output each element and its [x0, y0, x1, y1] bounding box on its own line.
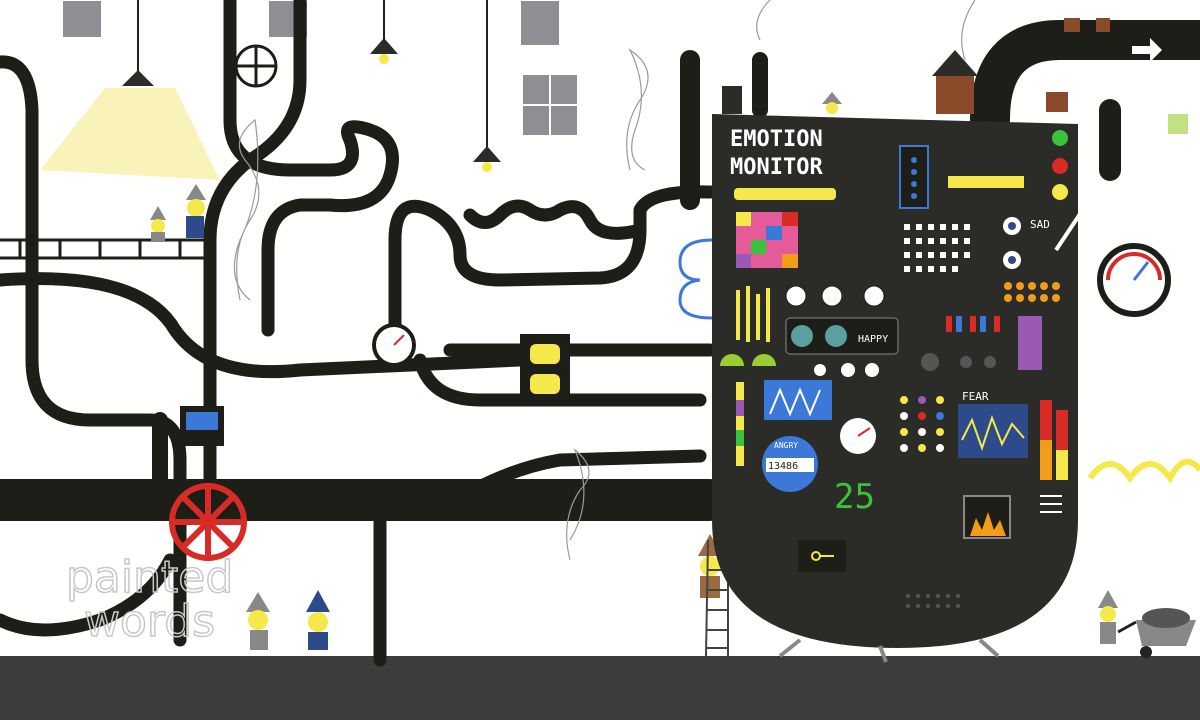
coloured-dot-array	[900, 396, 944, 452]
junction-box	[520, 334, 570, 406]
plant-pots	[1046, 18, 1188, 134]
pipe-gauge	[372, 323, 416, 367]
ground	[0, 656, 1200, 720]
key-slot	[798, 540, 846, 572]
furnace-window	[963, 495, 1011, 539]
machine-chimney-house	[722, 50, 978, 114]
sad-lever	[1054, 212, 1082, 252]
white-dot-grid	[904, 224, 970, 272]
ceiling-lamps	[40, 0, 501, 180]
zigzag-panel	[764, 380, 832, 420]
toggle-switches	[946, 316, 1000, 332]
pipe-monitor	[180, 406, 224, 446]
machine-legs	[778, 638, 1000, 663]
yellow-coil	[1087, 458, 1200, 484]
yellow-squares-row	[948, 176, 1024, 188]
fear-label: FEAR	[962, 390, 989, 403]
windows	[61, 0, 579, 137]
happy-panel	[785, 317, 899, 355]
machine-title-line2: MONITOR	[730, 155, 823, 180]
wheelbarrow	[1117, 608, 1196, 658]
happy-label: HAPPY	[858, 334, 888, 345]
gnome-characters	[150, 92, 1118, 650]
sad-label: SAD	[1030, 218, 1050, 231]
centre-gauge	[840, 418, 876, 454]
pipe-network	[0, 0, 1200, 667]
red-valve-wheel	[169, 483, 247, 561]
angry-counter	[762, 436, 818, 492]
speaker-grille	[906, 594, 960, 608]
vent-lines	[1040, 495, 1062, 513]
white-dials	[785, 285, 885, 307]
yellow-level-bar	[734, 188, 836, 200]
wavy-display	[1018, 316, 1042, 370]
angry-label: ANGRY	[774, 441, 798, 450]
right-arrow-icon	[1132, 38, 1162, 62]
round-knobs	[814, 353, 996, 377]
digital-display: 25	[834, 477, 875, 517]
walkway	[0, 238, 215, 260]
half-gauges	[720, 354, 776, 366]
watermark-line2: words	[84, 596, 215, 647]
watermark-line1: painted	[66, 552, 233, 603]
colour-pixel-grid	[736, 212, 798, 268]
sad-eyes	[1003, 217, 1021, 269]
orange-dots	[1004, 282, 1060, 302]
smoke-puffs	[233, 0, 976, 561]
colour-strip	[736, 382, 744, 466]
fear-oscilloscope	[958, 404, 1028, 458]
status-lights	[1052, 130, 1068, 200]
blue-indicator-panel	[899, 145, 929, 209]
machine-title-line1: EMOTION	[730, 127, 823, 152]
level-meters	[1040, 400, 1068, 480]
blue-coil	[678, 238, 713, 320]
top-valve-wheel	[234, 44, 278, 88]
side-pressure-gauge	[1097, 243, 1171, 317]
yellow-vertical-bars	[736, 286, 770, 342]
angry-counter-value: 13486	[768, 461, 798, 472]
